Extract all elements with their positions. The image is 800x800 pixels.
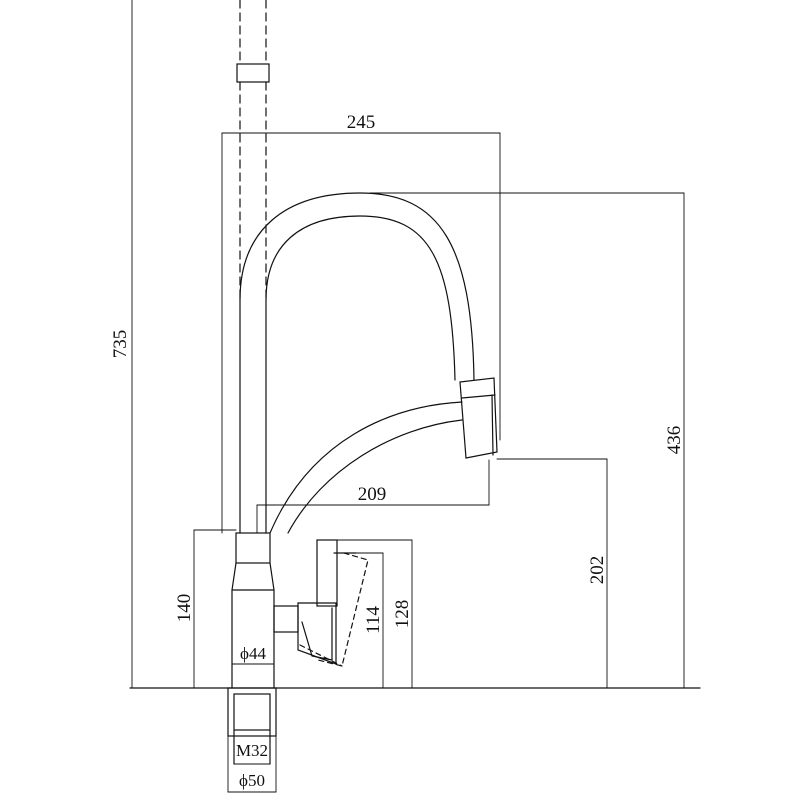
pulled-hose-inner xyxy=(287,419,463,534)
dim-label-140: 140 xyxy=(174,594,195,623)
dim-label-245: 245 xyxy=(347,112,376,133)
dim-label-202: 202 xyxy=(587,556,608,585)
lever-handle xyxy=(273,539,369,667)
spout-arc-outer xyxy=(239,192,475,381)
dim-label-436: 436 xyxy=(664,426,685,455)
spray-head xyxy=(459,377,498,459)
dim-label-209: 209 xyxy=(358,484,387,505)
dim-label-m32: M32 xyxy=(236,741,268,760)
pulled-hose xyxy=(269,401,463,534)
dim-label-phi44: ϕ44 xyxy=(240,644,266,663)
dimension-lines xyxy=(131,0,685,793)
lower-body xyxy=(231,532,275,689)
dim-label-735: 735 xyxy=(110,330,131,359)
dim-label-128: 128 xyxy=(392,600,413,629)
main-body-pipe xyxy=(236,0,270,534)
spout-arc-inner xyxy=(265,215,456,381)
dim-label-114: 114 xyxy=(363,606,384,634)
dim-label-phi50: ϕ50 xyxy=(239,771,265,790)
threaded-shank xyxy=(227,687,277,765)
